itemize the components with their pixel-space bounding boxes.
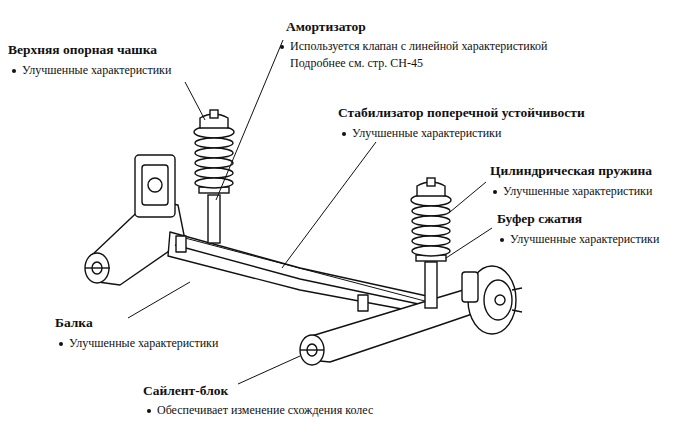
leader-line [446, 228, 492, 258]
part-note: Подробнее см. стр. CH-45 [290, 57, 423, 71]
bullet [500, 238, 504, 242]
leader-line [450, 182, 486, 212]
bullet [12, 69, 16, 73]
part-note: Улучшенные характеристики [352, 127, 501, 141]
leader-line [128, 282, 190, 318]
part-name: Сайлент-блок [143, 383, 228, 399]
part-note: Улучшенные характеристики [22, 64, 171, 78]
left-hub [135, 155, 175, 217]
part-name: Верхняя опорная чашка [8, 42, 157, 58]
leader-line [185, 82, 205, 120]
part-note: Используется клапан с линейной характери… [290, 40, 547, 54]
leader-lines [128, 40, 492, 384]
part-note: Улучшенные характеристики [503, 185, 652, 199]
part-name: Стабилизатор поперечной устойчивости [338, 105, 585, 121]
right-strut [411, 178, 451, 308]
bullet [280, 45, 284, 49]
bullet [59, 342, 63, 346]
bullet [342, 132, 346, 136]
leader-line [216, 40, 283, 200]
leader-line [282, 142, 376, 268]
left-strut [194, 110, 234, 243]
part-note: Обеспечивает изменение схождения колес [157, 404, 373, 418]
part-name: Амортизатор [286, 19, 366, 35]
part-name: Буфер сжатия [497, 211, 582, 227]
right-hub [462, 266, 522, 334]
part-note: Улучшенные характеристики [69, 337, 218, 351]
leader-line [238, 356, 300, 384]
bullet [493, 190, 497, 194]
part-name: Цилиндрическая пружина [490, 163, 652, 179]
part-name: Балка [55, 315, 93, 331]
part-note: Улучшенные характеристики [510, 233, 659, 247]
bullet [147, 409, 151, 413]
